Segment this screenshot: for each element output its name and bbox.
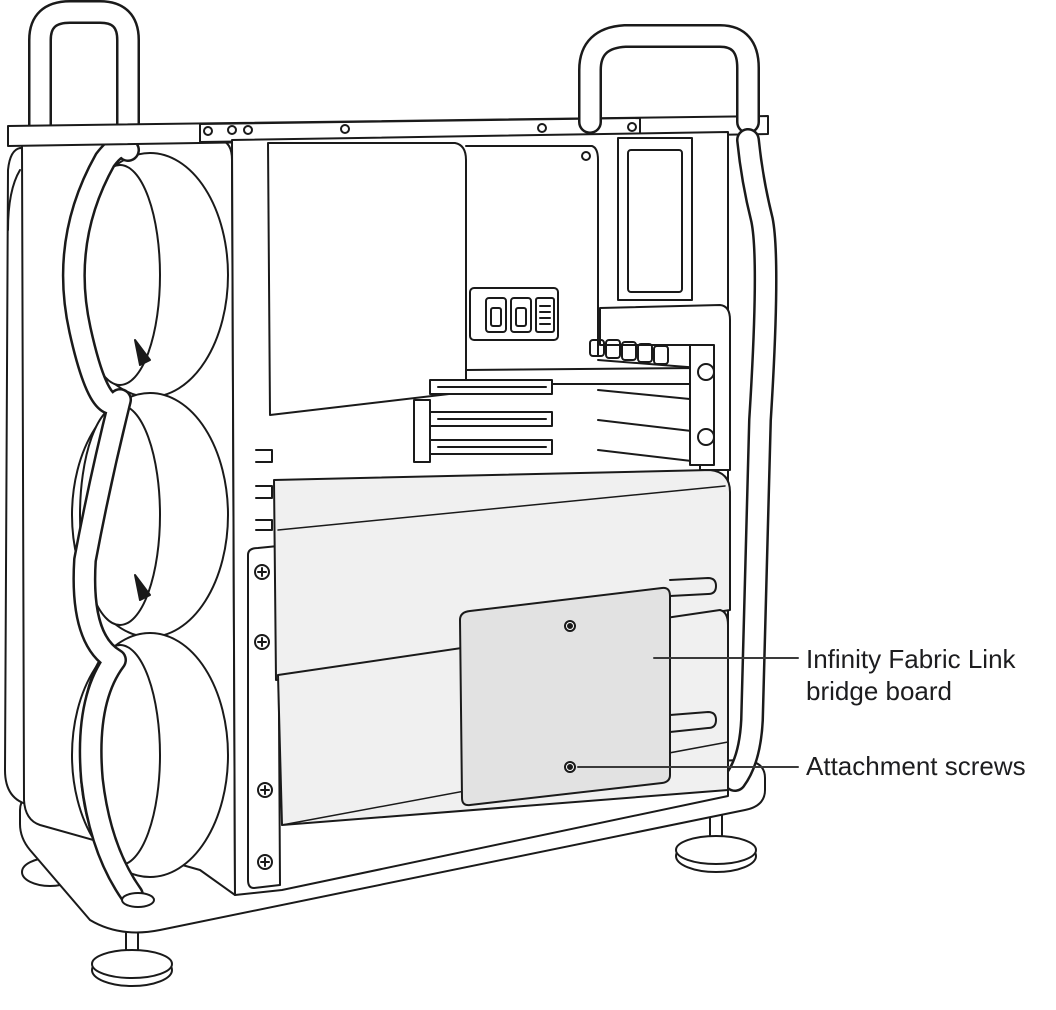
slot-retainer [589,137,731,471]
pcie-slots [413,359,701,463]
callout-line: Attachment screws [806,751,1026,781]
left-handle [28,0,155,908]
callout-line: Infinity Fabric Link [806,644,1016,674]
right-handle [7,24,778,792]
front-fans [71,152,229,878]
bridge-board [459,586,671,807]
attachment-screws-callout: Attachment screws [806,750,1026,782]
upper-shroud [267,142,467,416]
bridge-board-callout: Infinity Fabric Link bridge board [806,643,1016,707]
port-cluster [469,287,559,341]
callout-line: bridge board [806,676,952,706]
left-rail [247,449,281,889]
